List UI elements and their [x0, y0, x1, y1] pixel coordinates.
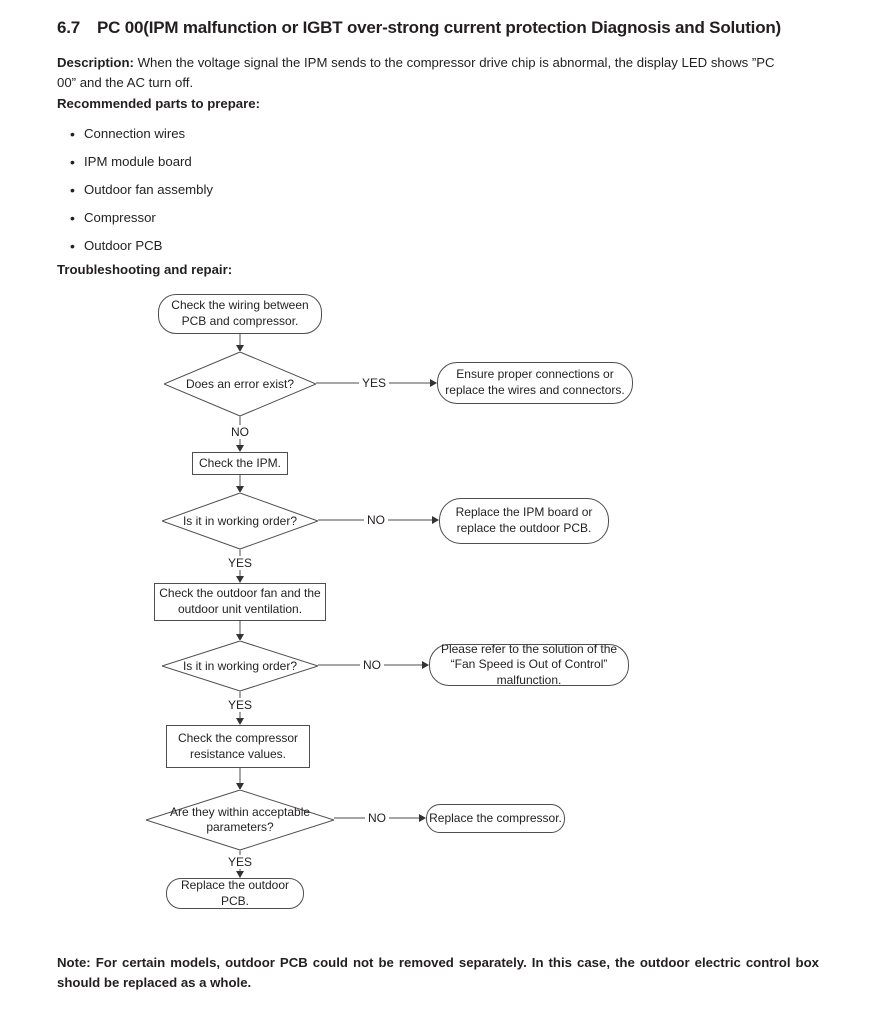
- flow-node-result-3: Please refer to the solution of the “Fan…: [429, 641, 629, 687]
- flow-node-start: Check the wiring between PCB and compres…: [158, 294, 322, 334]
- list-item: Compressor: [70, 204, 213, 232]
- branch-label-no-4: NO: [365, 811, 389, 825]
- flow-node-text: Is it in working order?: [182, 513, 298, 528]
- diamond-shape: [162, 641, 318, 691]
- arrowhead: [422, 661, 429, 669]
- diamond-shape: [146, 790, 334, 850]
- diamond-shape: [164, 352, 316, 416]
- flow-node-text: Check the wiring between PCB and compres…: [171, 298, 309, 328]
- list-item-label: Outdoor fan assembly: [84, 182, 214, 197]
- section-number: 6.7: [57, 18, 81, 37]
- branch-label-no-3: NO: [360, 658, 384, 672]
- parts-list: Connection wires IPM module board Outdoo…: [70, 120, 213, 260]
- note: Note: For certain models, outdoor PCB co…: [57, 953, 819, 993]
- list-item: Outdoor fan assembly: [70, 176, 213, 204]
- flow-node-text: Ensure proper connections or replace the…: [445, 367, 625, 397]
- flow-node-result-1: Ensure proper connections or replace the…: [437, 362, 633, 404]
- list-item: Connection wires: [70, 120, 213, 148]
- troubleshooting-heading: Troubleshooting and repair:: [57, 262, 233, 277]
- note-label: Note:: [57, 955, 91, 970]
- flow-node-result-4: Replace the compressor.: [426, 804, 565, 833]
- description-text: When the voltage signal the IPM sends to…: [57, 55, 775, 90]
- flow-node-text: Does an error exist?: [185, 376, 295, 391]
- list-item-label: Compressor: [84, 210, 156, 225]
- flow-node-result-2: Replace the IPM board or replace the out…: [439, 498, 609, 544]
- list-item: IPM module board: [70, 148, 213, 176]
- branch-label-no-1: NO: [228, 425, 252, 439]
- arrowhead: [236, 783, 244, 790]
- arrowhead: [236, 871, 244, 878]
- flow-node-text: Check the compressor resistance values.: [177, 730, 299, 761]
- branch-label-no-2: NO: [364, 513, 388, 527]
- list-item-label: Connection wires: [84, 126, 186, 141]
- troubleshooting-flowchart: Check the wiring between PCB and compres…: [0, 288, 873, 928]
- arrowhead: [236, 634, 244, 641]
- flow-decision-4: Are they within acceptable parameters?: [146, 790, 334, 850]
- list-item-label: Outdoor PCB: [84, 238, 163, 253]
- note-text: For certain models, outdoor PCB could no…: [57, 955, 819, 990]
- description: Description: When the voltage signal the…: [57, 53, 797, 93]
- flow-decision-1: Does an error exist?: [164, 352, 316, 416]
- arrowhead: [236, 576, 244, 583]
- branch-label-yes-4: YES: [224, 855, 256, 869]
- flow-node-process-3: Check the outdoor fan and the outdoor un…: [154, 583, 326, 621]
- flow-node-process-4: Check the compressor resistance values.: [166, 725, 310, 768]
- diamond-shape: [162, 493, 318, 549]
- flow-node-process-2: Check the IPM.: [192, 452, 288, 475]
- section-title-text: PC 00(IPM malfunction or IGBT over-stron…: [97, 18, 782, 37]
- branch-label-yes-1: YES: [358, 376, 390, 390]
- flow-decision-3: Is it in working order?: [162, 641, 318, 691]
- flow-node-text: Please refer to the solution of the “Fan…: [440, 641, 618, 687]
- section-title: 6.7 PC 00(IPM malfunction or IGBT over-st…: [57, 18, 827, 38]
- arrowhead: [432, 516, 439, 524]
- parts-heading: Recommended parts to prepare:: [57, 96, 260, 111]
- flow-node-text: Replace the outdoor PCB.: [180, 877, 290, 908]
- arrowhead: [236, 718, 244, 725]
- arrowhead: [236, 445, 244, 452]
- flow-decision-2: Is it in working order?: [162, 493, 318, 549]
- branch-label-yes-3: YES: [224, 698, 256, 712]
- arrowhead: [419, 814, 426, 822]
- flow-node-text: Replace the compressor.: [429, 810, 562, 825]
- flow-node-text: Check the IPM.: [198, 455, 282, 470]
- flow-node-text: Check the outdoor fan and the outdoor un…: [159, 586, 321, 616]
- flow-node-end: Replace the outdoor PCB.: [166, 878, 304, 909]
- branch-label-yes-2: YES: [224, 556, 256, 570]
- flow-node-text: Are they within acceptable parameters?: [169, 805, 311, 834]
- arrowhead: [430, 379, 437, 387]
- description-label: Description:: [57, 55, 134, 70]
- list-item: Outdoor PCB: [70, 232, 213, 260]
- flow-node-text: Replace the IPM board or replace the out…: [455, 505, 593, 535]
- arrowhead: [236, 486, 244, 493]
- arrowhead: [236, 345, 244, 352]
- flow-node-text: Is it in working order?: [182, 658, 298, 673]
- list-item-label: IPM module board: [84, 154, 192, 169]
